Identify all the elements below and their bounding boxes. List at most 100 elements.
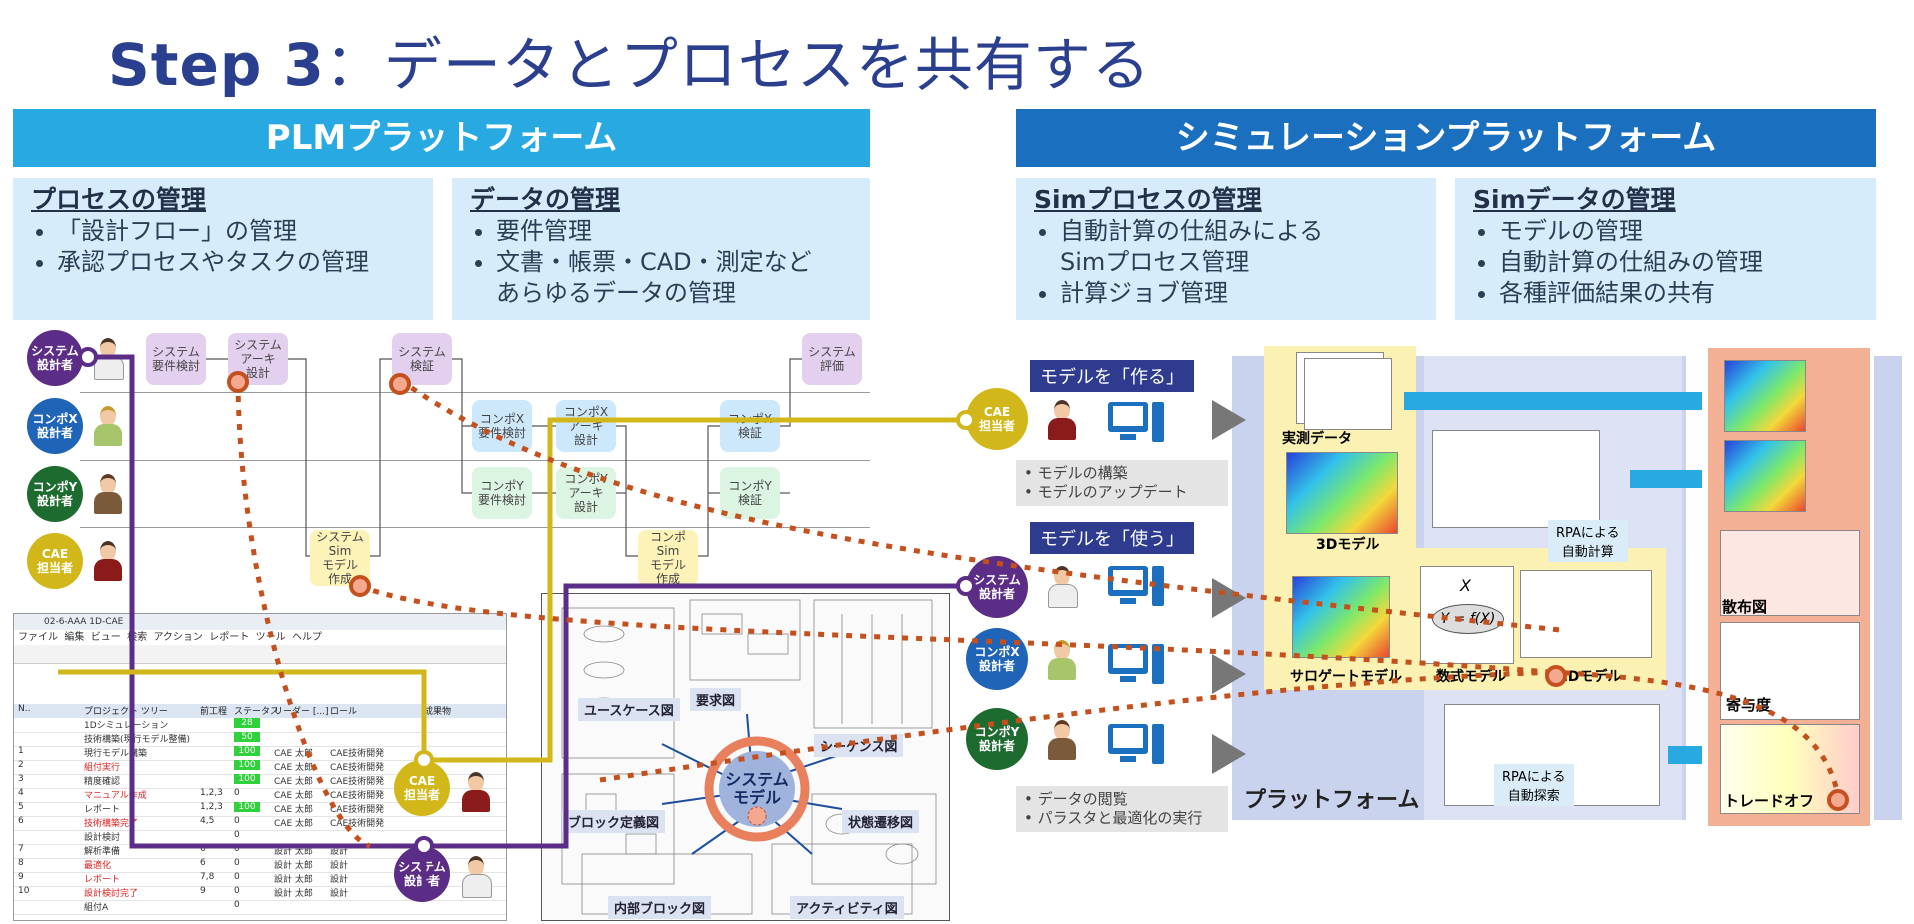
plm-process-item: 「設計フロー」の管理 <box>57 216 415 247</box>
table-cell: 組付A <box>84 903 109 913</box>
table-cell: 最適化 <box>84 861 112 871</box>
table-cell: 技術構築完了 <box>84 819 139 829</box>
sheet-tab[interactable]: 02-6-AAA 1D-CAE <box>14 614 506 630</box>
computer-icon <box>1108 402 1164 446</box>
table-cell: 9 <box>18 872 24 882</box>
sim-banner: シミュレーションプラットフォーム <box>1016 109 1876 167</box>
model-1d-label: 1Dモデル <box>1558 669 1622 685</box>
contrib-label: 寄与度 <box>1726 696 1772 714</box>
person-icon <box>1046 566 1078 608</box>
plm-process-item: 承認プロセスやタスクの管理 <box>57 247 415 278</box>
scatter-thumb[interactable] <box>1720 530 1860 616</box>
arrow-right-icon <box>1212 654 1246 694</box>
plm-data-item: 要件管理 <box>496 216 852 247</box>
sim-role-compy: コンポY 設計者 <box>966 708 1028 770</box>
sheet-toolbar <box>14 645 506 664</box>
use-note: パラスタと最適化の実行 <box>1037 809 1203 827</box>
arrow-right-icon <box>1212 578 1246 618</box>
table-cell: 1Dシミュレーション <box>84 721 169 731</box>
model-1d-thumb[interactable] <box>1520 570 1652 658</box>
table-cell: 0 <box>234 886 240 896</box>
table-cell: 0 <box>234 900 240 910</box>
col-pre[interactable]: 前工程 <box>200 707 228 717</box>
table-cell: 9 <box>200 886 206 896</box>
title-rest: ：データとプロセスを共有する <box>324 31 1151 99</box>
col-status[interactable]: ステータス <box>234 707 280 717</box>
table-cell: 100 <box>234 746 260 756</box>
menu-file[interactable]: ファイル <box>18 632 58 643</box>
table-cell: 設計検討完了 <box>84 889 139 899</box>
use-note: データの閲覧 <box>1037 790 1128 808</box>
formula-label: 数式モデル <box>1436 669 1506 685</box>
menu-report[interactable]: レポート <box>209 632 250 643</box>
table-cell: 100 <box>234 774 260 784</box>
computer-icon <box>1108 566 1164 610</box>
diagram-block[interactable]: ブロック定義図 <box>562 810 666 833</box>
sim-role-compx: コンポX 設計者 <box>966 628 1028 690</box>
diagram-state[interactable]: 状態遷移図 <box>842 810 920 833</box>
surrogate-thumb[interactable] <box>1292 576 1390 658</box>
col-leader[interactable]: リーダー [...] <box>274 707 329 717</box>
sim-data-item: 各種評価結果の共有 <box>1499 278 1858 309</box>
formula-eq: Y = f(X) <box>1432 604 1504 634</box>
table-cell: 28 <box>234 718 260 728</box>
make-notes: • モデルの構築• モデルのアップデート <box>1016 460 1228 506</box>
person-icon <box>1046 720 1078 760</box>
table-cell: 100 <box>234 802 260 812</box>
table-row[interactable]: 1Dシミュレーション 28 <box>14 718 506 733</box>
diagram-activity[interactable]: アクティビティ図 <box>790 896 904 919</box>
role-compy-designer: コンポY 設計者 <box>27 466 83 522</box>
table-cell: 設計 太郎 <box>274 889 313 899</box>
sim-data-item: 自動計算の仕組みの管理 <box>1499 247 1858 278</box>
diagram-req[interactable]: 要求図 <box>690 688 742 711</box>
plm-process-heading: プロセスの管理 <box>31 185 207 214</box>
menu-search[interactable]: 検索 <box>127 632 148 643</box>
table-cell: 設計 <box>330 875 349 885</box>
platform-edge <box>1874 356 1902 820</box>
make-model-label: モデルを「作る」 <box>1030 360 1194 392</box>
diagram-seq[interactable]: シーケンス図 <box>814 734 904 757</box>
table-cell: 5 <box>18 802 24 812</box>
sysml-panel: システム モデル ユースケース図 要求図 シーケンス図 ブロック定義図 状態遷移… <box>541 593 950 921</box>
table-cell: 現行モデル構築 <box>84 749 148 759</box>
table-cell: 10 <box>18 886 30 896</box>
result-surface-thumb[interactable] <box>1724 360 1806 432</box>
diagram-usecase[interactable]: ユースケース図 <box>578 698 680 721</box>
sim-data-item: モデルの管理 <box>1499 216 1858 247</box>
diagram-ibd[interactable]: 内部ブロック図 <box>608 896 712 919</box>
menu-help[interactable]: ヘルプ <box>292 632 323 643</box>
table-cell: CAE 太郎 <box>274 749 313 759</box>
table-cell: 設計 太郎 <box>274 847 313 857</box>
col-role[interactable]: ロール <box>330 707 358 717</box>
menu-tool[interactable]: ツール <box>255 632 286 643</box>
result-surface-thumb[interactable] <box>1724 440 1806 512</box>
arrow-right-icon <box>1212 734 1246 774</box>
plm-banner: PLMプラットフォーム <box>13 109 870 167</box>
use-model-label: モデルを「使う」 <box>1030 522 1194 554</box>
menu-action[interactable]: アクション <box>153 632 203 643</box>
table-cell: 精度確認 <box>84 777 121 787</box>
model-3d-thumb[interactable] <box>1286 452 1398 534</box>
table-row[interactable]: 技術構築(現行モデル整備)50 <box>14 732 506 747</box>
col-n[interactable]: N.. <box>18 704 31 714</box>
plm-data-heading: データの管理 <box>470 185 621 214</box>
measured-data-thumb <box>1304 358 1392 430</box>
table-cell: 解析準備 <box>84 847 121 857</box>
table-cell: 4 <box>18 788 24 798</box>
use-notes: • データの閲覧• パラスタと最適化の実行 <box>1016 786 1228 832</box>
col-output[interactable]: 成果物 <box>424 707 452 717</box>
sim-data-heading: Simデータの管理 <box>1473 185 1676 214</box>
menu-view[interactable]: ビュー <box>90 632 121 643</box>
scatter-label: 散布図 <box>1722 598 1768 616</box>
col-tree[interactable]: プロジェクト ツリー <box>84 707 168 717</box>
table-row[interactable]: 組付A 0 <box>14 900 506 915</box>
menu-edit[interactable]: 編集 <box>64 632 85 643</box>
computer-icon <box>1108 724 1164 768</box>
